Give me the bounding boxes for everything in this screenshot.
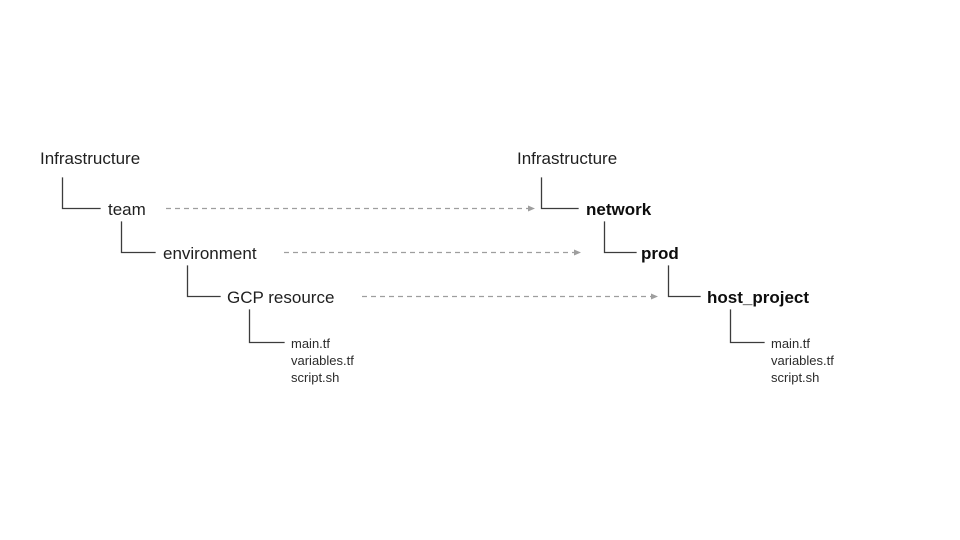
- right-elbow-prod-to-hostproject: [667, 265, 701, 298]
- right-file-item-main-tf: main.tf: [771, 336, 811, 351]
- left-root-label: Infrastructure: [40, 149, 141, 168]
- left-elbow-team-to-environment: [120, 221, 156, 254]
- left-file-item-main-tf: main.tf: [291, 336, 331, 351]
- left-elbow-root-to-team: [61, 177, 101, 210]
- right-elbow-network-to-prod: [603, 221, 637, 254]
- left-file-item-variables-tf: variables.tf: [291, 353, 354, 368]
- left-file-item-script-sh: script.sh: [291, 370, 340, 385]
- left-elbow-resource-to-files: [248, 309, 285, 344]
- left-elbow-environment-to-resource: [186, 265, 221, 298]
- left-node-team: team: [108, 200, 146, 219]
- left-node-environment: environment: [163, 244, 257, 263]
- right-file-list: main.tf variables.tf script.sh: [771, 335, 834, 386]
- right-elbow-root-to-network: [540, 177, 579, 210]
- right-file-item-variables-tf: variables.tf: [771, 353, 834, 368]
- right-node-network: network: [586, 200, 652, 219]
- left-node-gcp-resource: GCP resource: [227, 288, 335, 307]
- right-root-label: Infrastructure: [517, 149, 618, 168]
- right-elbow-hostproject-to-files: [729, 309, 765, 344]
- left-file-list: main.tf variables.tf script.sh: [291, 335, 354, 386]
- right-node-prod: prod: [641, 244, 679, 263]
- right-node-host-project: host_project: [707, 288, 810, 307]
- right-file-item-script-sh: script.sh: [771, 370, 820, 385]
